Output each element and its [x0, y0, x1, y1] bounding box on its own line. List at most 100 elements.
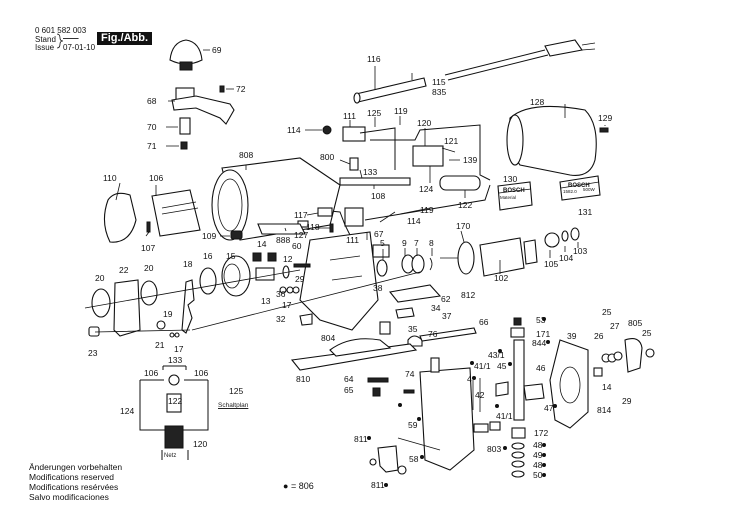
- plate-130-brand: BOSCH: [503, 188, 525, 194]
- label-60: 60: [292, 241, 302, 251]
- bearing-13: [255, 267, 275, 281]
- switch-111: [342, 126, 366, 142]
- roller-bracket-47: [523, 383, 545, 401]
- label-5: 5: [380, 238, 385, 248]
- label-53: 53: [536, 315, 546, 325]
- clip-8: [429, 257, 433, 271]
- fan-cover-110: [103, 192, 137, 243]
- pins-4-42: [472, 378, 481, 412]
- pendulum-34: [395, 307, 415, 319]
- label-50: 50: [533, 470, 543, 480]
- mains-label: Netz: [164, 453, 177, 459]
- block-35: [379, 321, 391, 335]
- label-76: 76: [428, 329, 438, 339]
- wiring-schematic: [139, 365, 209, 460]
- label-34: 34: [431, 303, 441, 313]
- label-804: 804: [321, 333, 335, 343]
- disc-16: [199, 267, 217, 295]
- label-37: 37: [442, 311, 452, 321]
- label-64: 64: [344, 374, 354, 384]
- label-835: 835: [432, 87, 446, 97]
- screw-74: [403, 389, 415, 394]
- bearing-105: [544, 232, 560, 248]
- bullet-icon: ●: [283, 481, 289, 491]
- label-47: 47: [544, 403, 554, 413]
- schematic-label-122: 122: [168, 396, 182, 406]
- plate-131-model: 1582.0: [563, 189, 577, 194]
- label-139: 139: [463, 155, 477, 165]
- washer-49: [511, 451, 525, 459]
- bearing-5: [376, 259, 388, 277]
- knob-69: [169, 39, 203, 71]
- disclaimer: Änderungen vorbehalten Modifications res…: [29, 462, 122, 502]
- label-131: 131: [578, 207, 592, 217]
- label-13: 13: [261, 296, 271, 306]
- washer-17b: [174, 332, 180, 338]
- label-20b: 20: [144, 263, 154, 273]
- washer-48a: [511, 442, 525, 450]
- label-48b: 48: [533, 460, 543, 470]
- label-17b: 17: [282, 300, 292, 310]
- disclaimer-en: Modifications reserved: [29, 472, 115, 482]
- bracket-811: [369, 445, 407, 475]
- schematic-label-106a: 106: [144, 368, 158, 378]
- label-36: 36: [276, 289, 286, 299]
- cover-22: [113, 279, 141, 337]
- label-39: 39: [567, 331, 577, 341]
- label-42: 42: [475, 390, 485, 400]
- label-102: 102: [494, 273, 508, 283]
- screw-118: [329, 223, 334, 233]
- guide-45: [495, 381, 509, 397]
- wiring: [319, 124, 491, 236]
- plate-131-brand: BOSCH: [568, 183, 590, 189]
- base-plate-810: [290, 338, 418, 371]
- label-41-1b: 41/1: [496, 411, 513, 421]
- label-111b: 111: [346, 235, 359, 245]
- label-133: 133: [363, 167, 377, 177]
- disclaimer-de: Änderungen vorbehalten: [29, 462, 123, 472]
- label-14b: 14: [602, 382, 612, 392]
- label-808: 808: [239, 150, 253, 160]
- washer-21: [156, 320, 166, 330]
- label-119a: 119: [394, 106, 408, 116]
- label-814: 814: [597, 405, 611, 415]
- label-103: 103: [573, 246, 587, 256]
- label-127: 127: [294, 230, 308, 240]
- disclaimer-fr: Modifications resérvées: [29, 482, 119, 492]
- label-116: 116: [367, 54, 381, 64]
- field-coil-106: [151, 189, 201, 237]
- label-38: 38: [373, 283, 383, 293]
- nameplate-130: BOSCH Material: [497, 181, 533, 211]
- plate-130-text: Material: [500, 195, 516, 200]
- nameplate-131: BOSCH 1582.0 500W: [559, 175, 601, 201]
- label-25a: 25: [602, 307, 612, 317]
- label-114a: 114: [287, 125, 301, 135]
- nut-114: [322, 125, 332, 135]
- label-171: 171: [536, 329, 550, 339]
- label-125: 125: [367, 108, 381, 118]
- label-14a: 14: [257, 239, 267, 249]
- bullet-markers: [367, 317, 557, 487]
- label-43-1: 43/1: [488, 350, 505, 360]
- plunger-46: [513, 339, 525, 421]
- label-805: 805: [628, 318, 642, 328]
- brush-holder-117: [317, 207, 333, 217]
- label-121: 121: [444, 136, 458, 146]
- switch-block-120: [412, 145, 444, 167]
- label-29b: 29: [622, 396, 632, 406]
- insulation-888: [257, 223, 306, 235]
- issue-label: Issue: [35, 43, 55, 52]
- disclaimer-es: Salvo modificaciones: [29, 492, 109, 502]
- label-29a: 29: [295, 274, 305, 284]
- pad-803b: [489, 421, 501, 431]
- label-65: 65: [344, 385, 354, 395]
- gear-15: [221, 255, 251, 297]
- label-72: 72: [236, 84, 246, 94]
- springs-14: [252, 252, 277, 262]
- brush-800: [349, 157, 359, 171]
- label-41-1a: 41/1: [474, 361, 491, 371]
- label-170: 170: [456, 221, 470, 231]
- figure-label: Fig./Abb. 1: [97, 32, 152, 57]
- label-16: 16: [203, 251, 213, 261]
- screw-107: [146, 221, 151, 233]
